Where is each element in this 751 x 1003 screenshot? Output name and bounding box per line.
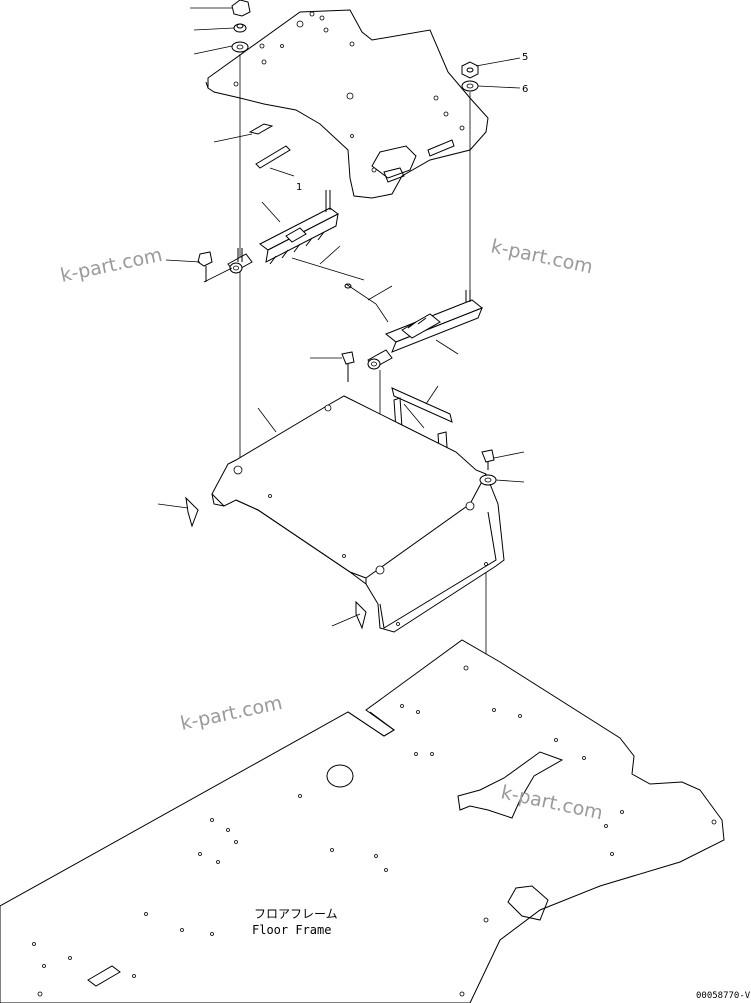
drawing-code: 00058770-V [696, 991, 751, 1001]
clip-part [213, 123, 274, 143]
watermark-2: k-part.com [489, 235, 595, 278]
nut-washer-top-right: 5 6 [461, 52, 528, 95]
bolt-center [310, 351, 355, 382]
hinge-assembly-left [227, 190, 341, 274]
floor-frame-label-en: Floor Frame [252, 923, 331, 937]
hinge-assembly-right [367, 290, 483, 370]
lower-bracket-plate [211, 395, 505, 633]
callout-mark-5: 5 [522, 52, 528, 63]
watermark-3: k-part.com [178, 692, 284, 735]
callout-mark-1: 1 [296, 182, 302, 193]
watermark-1: k-part.com [58, 244, 164, 287]
floor-frame [0, 639, 725, 1003]
diagonal-rod: 1 [255, 145, 302, 193]
spring-wire [291, 257, 393, 323]
callout-mark-6: 6 [522, 84, 528, 95]
cable-tie-bottom [331, 600, 367, 630]
floor-frame-label-jp: フロアフレーム [254, 907, 338, 921]
bolt-left [165, 251, 233, 283]
cable-tie-left [157, 496, 199, 528]
bolt-washer-right [479, 449, 525, 486]
top-bracket-plate [205, 9, 489, 199]
cap-nut-top-left [190, 0, 251, 55]
